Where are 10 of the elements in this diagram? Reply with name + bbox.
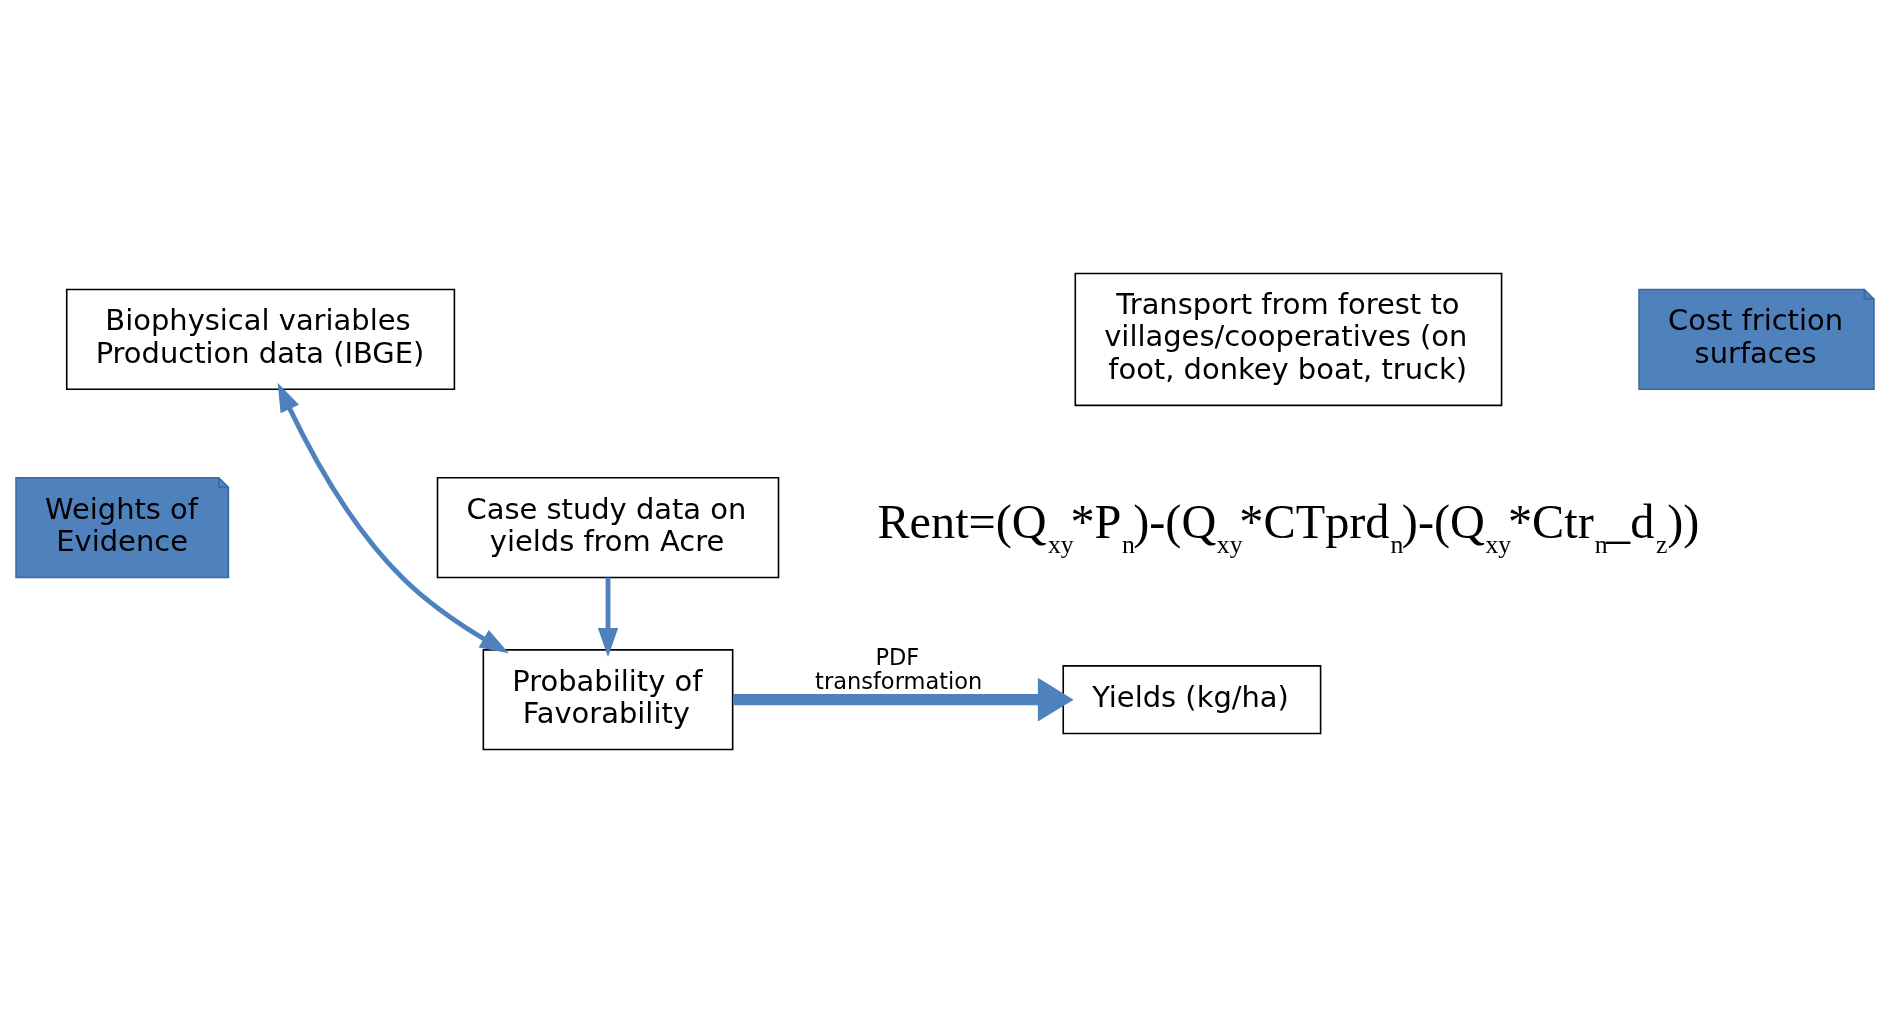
arrow [277,382,509,653]
node-box: Biophysical variables Production data (IBGE) [65,288,456,390]
node-box: Yields (kg/ha) [1062,664,1322,734]
node-box: Probability of Favorability [482,648,734,750]
node-box: Case study data on yields from Acre [436,476,780,578]
node-box: Transport from forest to villages/cooperatives (on foot, donkey boat, truck) [1074,272,1503,406]
edge-label: PDF transformation [815,643,983,694]
arrow [733,677,1074,722]
label: Rent=(Q$_{xy}$*P$_{n}$)-(Q$_{xy}$*CTprd$_{n}$)-(Q$_{xy}$*Ctr$_{n}$_d$_{z}$)) [877,494,1700,559]
arrow [597,577,619,657]
